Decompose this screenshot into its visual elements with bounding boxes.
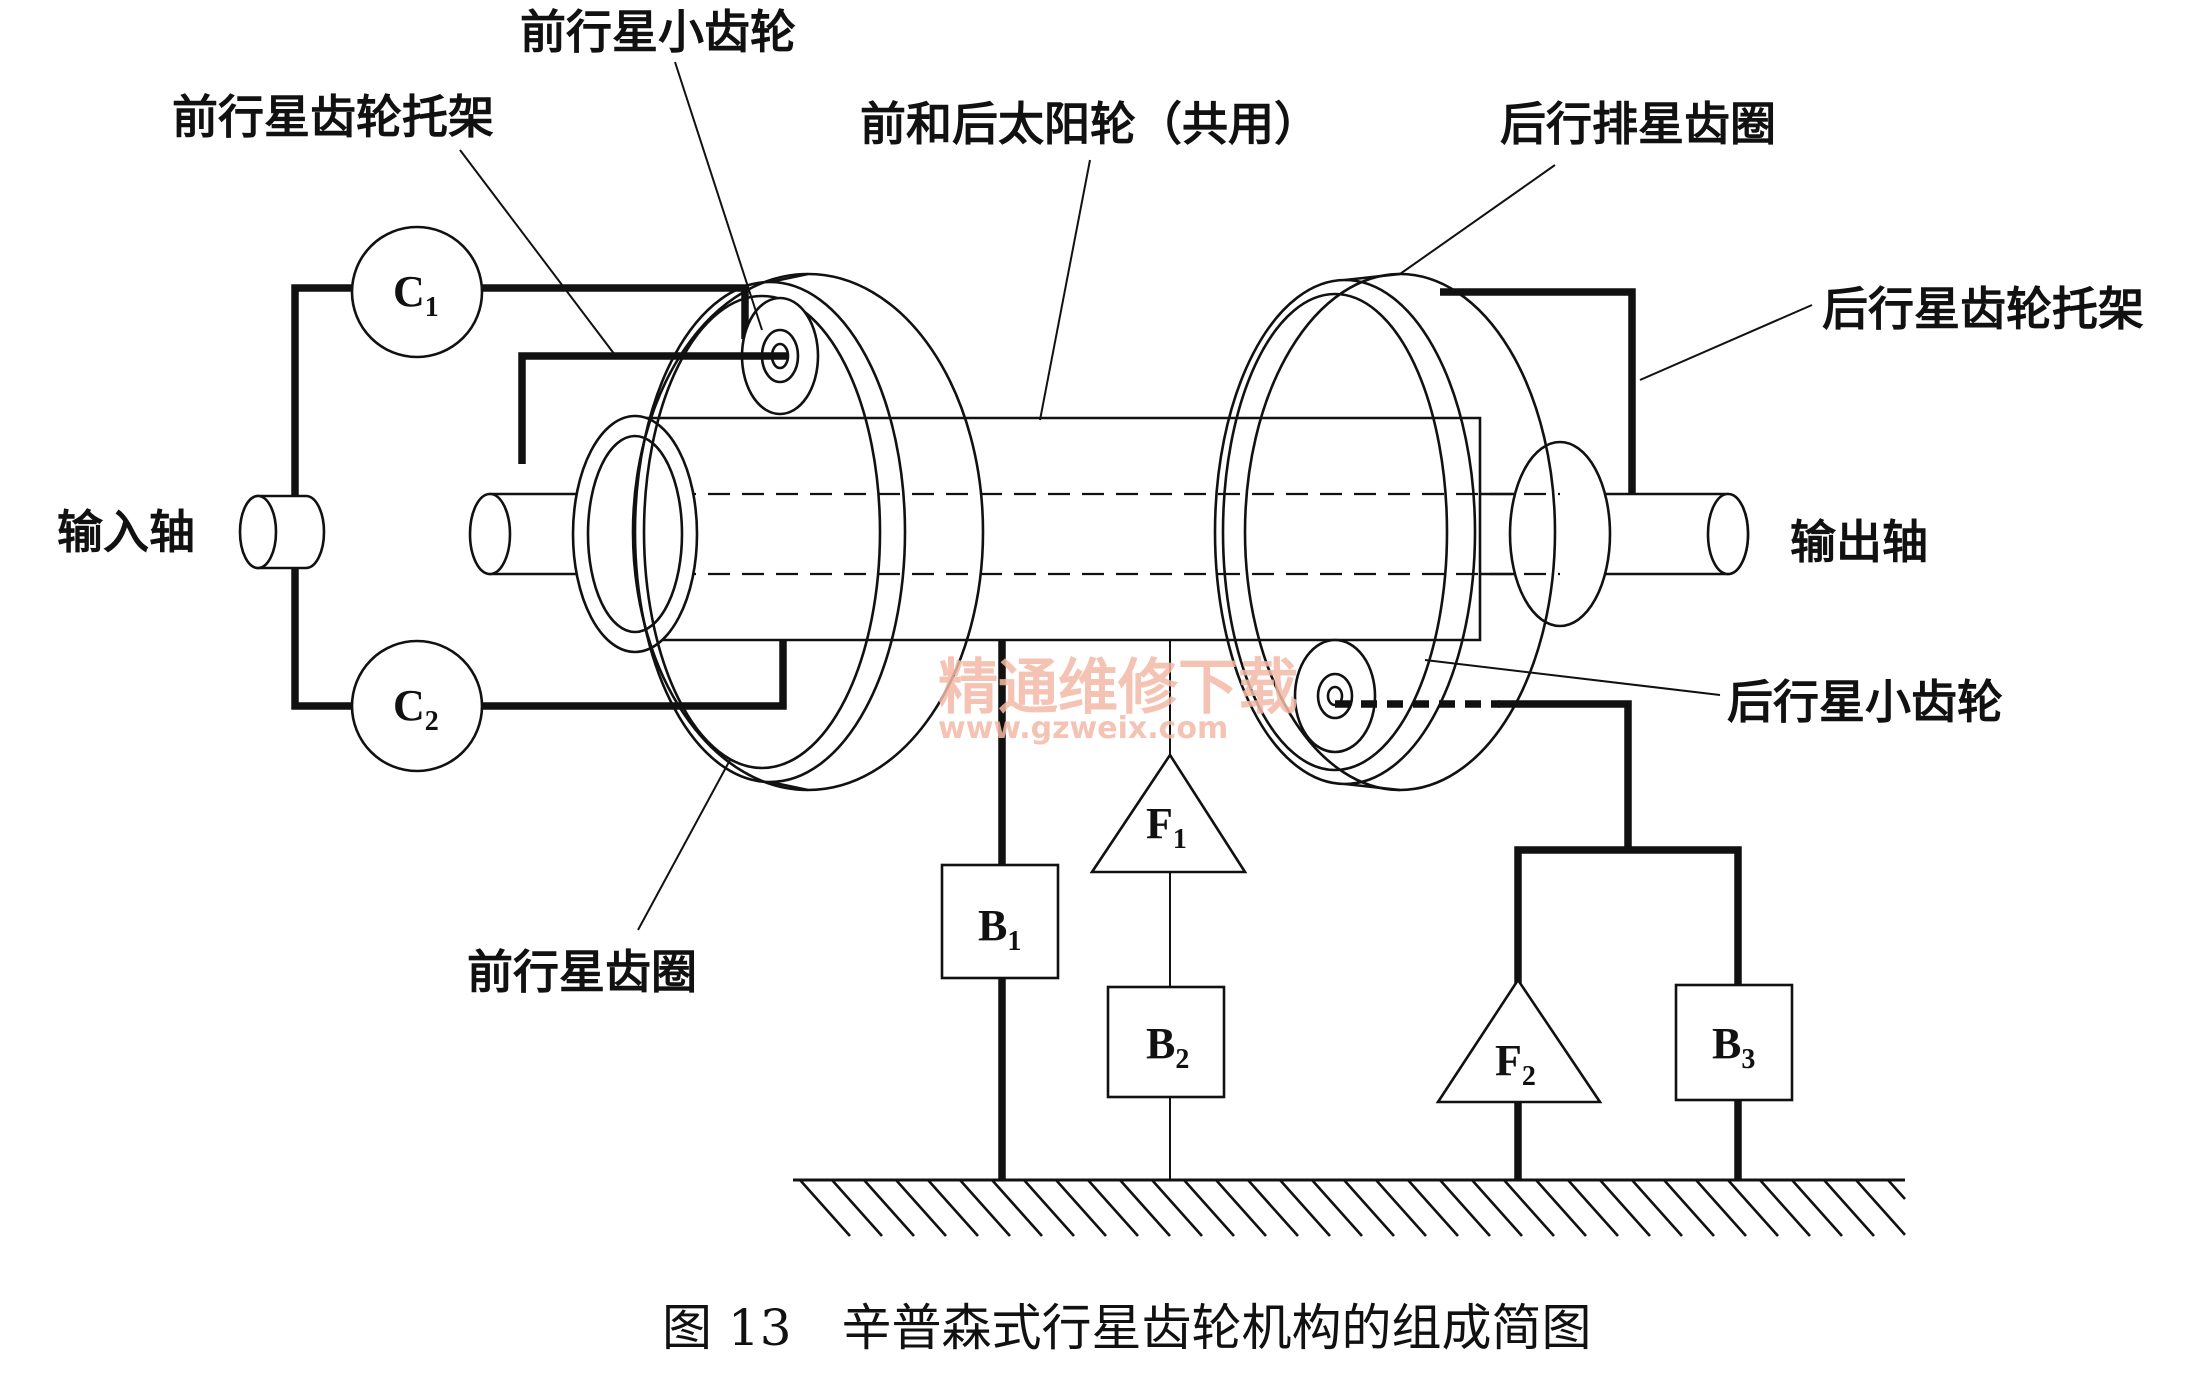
label-front-planet-carrier: 前行星齿轮托架 — [172, 90, 494, 144]
label-rear-ring-gear: 后行排星齿圈 — [1500, 97, 1776, 151]
symbol-b2: B2 — [1146, 1019, 1189, 1075]
ground-hatching — [793, 1178, 1906, 1237]
ground-hatch-line — [1471, 1179, 1523, 1237]
ground-hatch-line — [1503, 1179, 1555, 1237]
clutch-c2 — [350, 639, 484, 773]
brake-b3 — [1674, 983, 1794, 1102]
figure-caption: 图 13 辛普森式行星齿轮机构的组成简图 — [662, 1299, 1592, 1357]
ground-hatch-line — [1599, 1179, 1651, 1237]
symbol-b1: B1 — [978, 901, 1021, 957]
label-output-shaft: 输出轴 — [1790, 515, 1928, 569]
ground-hatch-line — [927, 1179, 979, 1237]
ground-hatch-line — [1439, 1179, 1491, 1237]
ground-hatch-line — [1407, 1179, 1459, 1237]
input-shaft-stub — [238, 494, 326, 570]
input-clutch-wiring — [291, 284, 788, 710]
symbol-f1: F1 — [1146, 799, 1187, 855]
ground-hatch-line — [1695, 1179, 1747, 1237]
label-rear-planet-pinion: 后行星小齿轮 — [1727, 675, 2003, 729]
brake-b1 — [940, 863, 1060, 980]
ground-hatch-line — [1663, 1179, 1715, 1237]
rear-planet-pinion — [1293, 638, 1377, 754]
ground-hatch-line — [1535, 1179, 1587, 1237]
ground-hatch-line — [1215, 1179, 1267, 1237]
label-front-ring-gear: 前行星齿圈 — [467, 945, 697, 999]
ground-hatch-line — [959, 1179, 1011, 1237]
ground-hatch-line — [863, 1179, 915, 1237]
ground-hatch-line — [1791, 1179, 1843, 1237]
ground-hatch-line — [1823, 1179, 1875, 1237]
label-front-planet-pinion: 前行星小齿轮 — [520, 5, 796, 59]
label-rear-planet-carrier: 后行星齿轮托架 — [1822, 282, 2144, 336]
watermark-url: www.gzweix.com — [938, 711, 1228, 746]
ground-hatch-line — [1855, 1179, 1906, 1236]
leader-lines — [459, 61, 1813, 931]
symbol-f2: F2 — [1495, 1036, 1536, 1092]
ground-hatch-line — [1727, 1179, 1779, 1237]
symbol-c2: C2 — [393, 681, 439, 737]
brake-b2 — [1106, 985, 1226, 1099]
ground-hatch-line — [1567, 1179, 1619, 1237]
symbol-b3: B3 — [1712, 1019, 1755, 1075]
ground-hatch-line — [1887, 1179, 1906, 1200]
ground-hatch-line — [991, 1179, 1043, 1237]
ground-hatch-line — [1279, 1179, 1331, 1237]
symbol-c1: C1 — [393, 267, 439, 323]
ground-hatch-line — [1055, 1179, 1107, 1237]
output-shaft-end — [1706, 492, 1750, 576]
rear-carrier-wiring — [1440, 288, 1636, 494]
ground-hatch-line — [1183, 1179, 1235, 1237]
ground-hatch-line — [1023, 1179, 1075, 1237]
clutch-c1 — [350, 225, 484, 359]
ground-hatch-line — [1375, 1179, 1427, 1237]
one-way-clutch-f2 — [1435, 977, 1603, 1104]
brake-connections — [998, 640, 1742, 1180]
ground-hatch-line — [895, 1179, 947, 1237]
ground-hatch-line — [1247, 1179, 1299, 1237]
ground-hatch-line — [1087, 1179, 1139, 1237]
label-input-shaft: 输入轴 — [57, 505, 195, 559]
ground-hatch-line — [1311, 1179, 1363, 1237]
front-ring-gear — [631, 272, 985, 792]
one-way-clutch-f1 — [1089, 752, 1248, 874]
watermark-title: 精通维修下载 — [938, 653, 1298, 723]
sun-gear-sleeve — [638, 416, 1560, 642]
ground-hatch-line — [799, 1179, 851, 1237]
ground-hatch-line — [1631, 1179, 1683, 1237]
ground-hatch-line — [831, 1179, 883, 1237]
rear-hub — [1508, 440, 1612, 628]
ground-hatch-line — [1759, 1179, 1811, 1237]
label-shared-sun-gear: 前和后太阳轮（共用） — [860, 97, 1320, 151]
ground-hatch-line — [1119, 1179, 1171, 1237]
ground-hatch-line — [1343, 1179, 1395, 1237]
ground-hatch-line — [1151, 1179, 1203, 1237]
